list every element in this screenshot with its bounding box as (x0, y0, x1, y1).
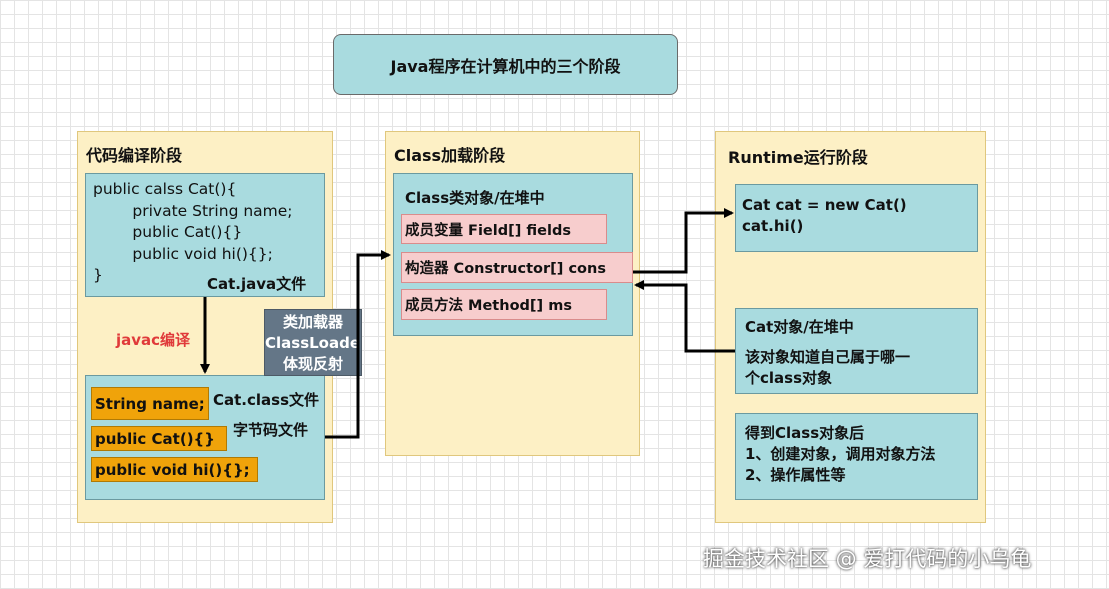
diagram-title: Java程序在计算机中的三个阶段 (333, 34, 678, 95)
member-fields: 成员变量 Field[] fields (401, 214, 607, 244)
watermark: 掘金技术社区 @ 爱打代码的小乌龟 (703, 547, 1032, 571)
javac-label: javac编译 (116, 331, 191, 349)
after-class-line-2: 1、创建对象，调用对象方法 (745, 445, 936, 463)
source-line-1: public calss Cat(){ (93, 180, 237, 198)
bytecode-method: public void hi(){}; (91, 457, 258, 482)
bytecode-field: String name; (91, 387, 209, 420)
object-to-class-arrow (634, 280, 735, 353)
source-line-3: public Cat(){} (93, 223, 243, 241)
runtime-code-line-2: cat.hi() (742, 217, 804, 235)
source-code-box (85, 173, 325, 297)
cat-object-line-3: 个class对象 (745, 369, 833, 387)
runtime-code-box (735, 184, 978, 252)
stage-runtime-label: Runtime运行阶段 (728, 148, 868, 167)
classloader-line-1: 类加载器 (282, 313, 343, 331)
member-methods: 成员方法 Method[] ms (401, 289, 607, 320)
cat-object-line-2: 该对象知道自己属于哪一 (745, 348, 911, 366)
after-class-line-1: 得到Class对象后 (745, 424, 865, 442)
after-class-box (735, 413, 978, 500)
member-constructors: 构造器 Constructor[] cons (401, 252, 633, 283)
source-line-2: private String name; (93, 201, 293, 220)
after-class-line-3: 2、操作属性等 (745, 466, 846, 484)
source-line-5: } (93, 266, 103, 284)
bytecode-constructor: public Cat(){} (91, 426, 227, 451)
cat-object-line-1: Cat对象/在堆中 (745, 318, 854, 336)
runtime-code-line-1: Cat cat = new Cat() (742, 196, 907, 214)
source-line-4: public void hi(){}; (93, 244, 273, 263)
source-file-label: Cat.java文件 (207, 275, 307, 293)
stage-classload-label: Class加载阶段 (394, 146, 506, 165)
runtime-code-arrow (633, 208, 734, 274)
classloader-line-2: ClassLoader (265, 334, 362, 352)
bytecode-label: 字节码文件 (233, 421, 309, 439)
classloader-box: 类加载器 ClassLoader 体现反射 (264, 309, 362, 376)
cat-object-box (735, 308, 978, 394)
classloader-arrow (325, 250, 391, 439)
stage-compile-label: 代码编译阶段 (86, 146, 183, 165)
classloader-line-3: 体现反射 (282, 355, 343, 373)
class-file-label: Cat.class文件 (213, 391, 320, 409)
class-object-label: Class类对象/在堆中 (405, 189, 545, 207)
